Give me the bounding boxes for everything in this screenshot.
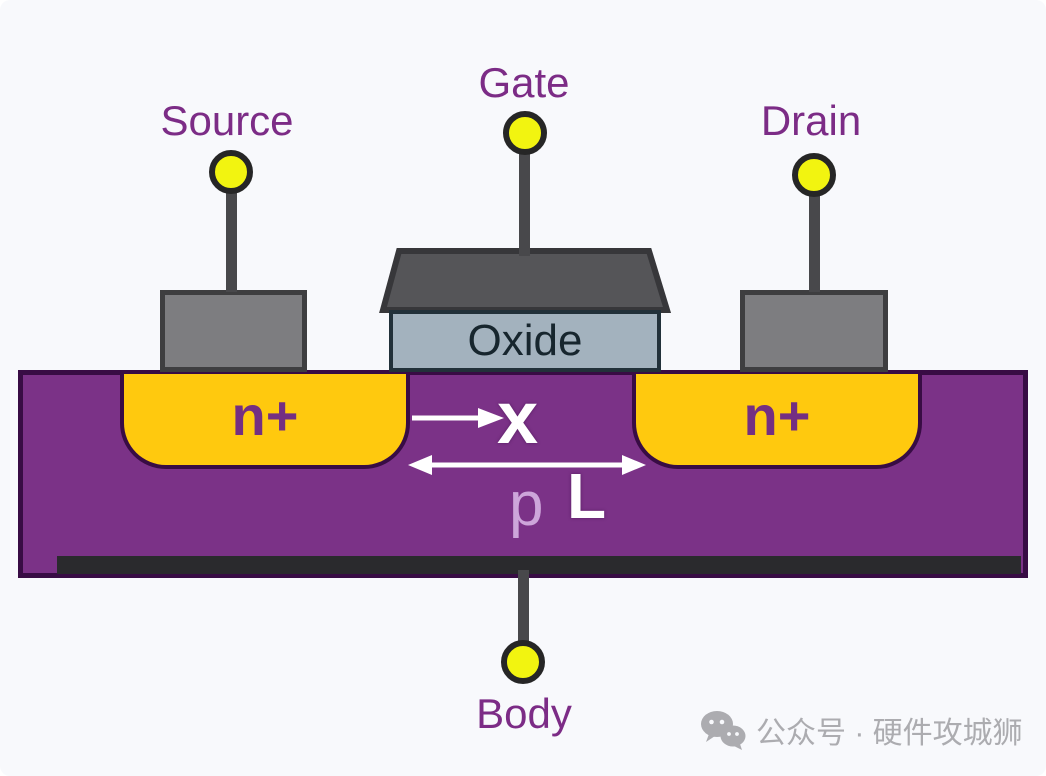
gate-terminal-icon — [503, 111, 547, 155]
substrate-bottom-strip — [57, 556, 1021, 574]
n-plus-drain-region: n+ — [632, 374, 922, 469]
source-terminal-icon — [209, 150, 253, 194]
drain-terminal-icon — [792, 153, 836, 197]
source-label: Source — [160, 97, 294, 144]
x-axis-arrow-icon — [412, 408, 504, 428]
gate-electrode — [379, 248, 672, 313]
body-label: Body — [476, 690, 572, 737]
channel-length-arrow-icon — [408, 455, 646, 475]
wechat-icon — [701, 711, 746, 750]
gate-lead — [519, 148, 530, 256]
drain-label: Drain — [760, 97, 862, 144]
source-contact-block — [160, 290, 307, 372]
n-plus-drain-label: n+ — [743, 384, 811, 447]
oxide-region: Oxide — [389, 310, 661, 372]
body-lead — [518, 570, 529, 646]
n-plus-source-region: n+ — [120, 374, 410, 469]
gate-label: Gate — [478, 59, 570, 106]
body-terminal-icon — [501, 640, 545, 684]
watermark: 公众号 · 硬件攻城狮 — [700, 708, 1023, 752]
substrate-doping-label: p — [509, 470, 544, 539]
drain-contact-block — [740, 290, 888, 372]
oxide-label: Oxide — [467, 316, 583, 365]
source-lead — [226, 186, 237, 292]
channel-length-label: L — [567, 460, 607, 532]
watermark-text: 公众号 · 硬件攻城狮 — [756, 717, 1023, 750]
n-plus-source-label: n+ — [231, 384, 299, 447]
drain-lead — [809, 191, 820, 292]
x-axis-label: x — [497, 376, 539, 459]
